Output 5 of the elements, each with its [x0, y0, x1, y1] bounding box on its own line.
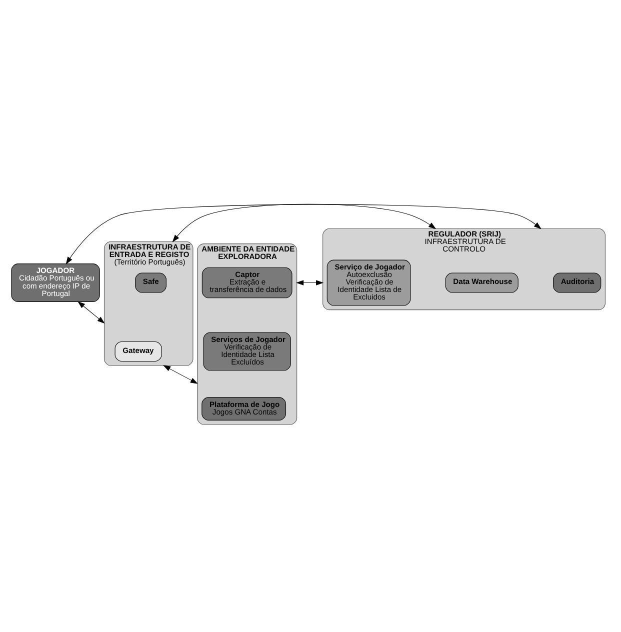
arrow	[296, 280, 324, 285]
arrow	[162, 364, 198, 384]
arrow	[78, 300, 105, 324]
arrow	[172, 203, 436, 242]
arrow	[66, 204, 542, 264]
